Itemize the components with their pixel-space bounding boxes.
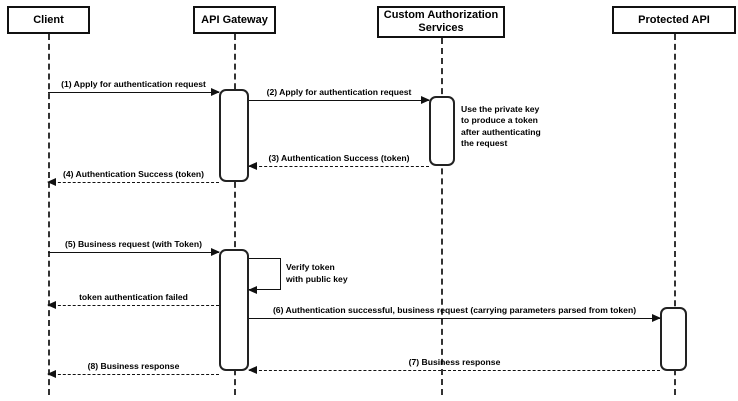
message-label: (7) Business response [408, 357, 501, 367]
lifeline-api-gateway [234, 34, 236, 395]
activation-bar-protected-api [660, 307, 687, 371]
message-label: (8) Business response [87, 361, 180, 371]
message-line [48, 252, 219, 253]
lifeline-custom-authorization-services [441, 38, 443, 395]
message-label: (6) Authentication successful, business … [272, 305, 637, 315]
lifeline-protected-api [674, 34, 676, 395]
self-message-verify-token[interactable] [248, 258, 281, 294]
self-message-label-line-2: with public key [286, 273, 348, 284]
message-label: (1) Apply for authentication request [61, 79, 206, 89]
lifeline-header-custom-authorization-services[interactable]: Custom Authorization Services [377, 6, 505, 38]
message-label: (5) Business request (with Token) [65, 239, 202, 249]
self-message-label: Verify token with public key [286, 262, 348, 285]
arrowhead-right-icon [211, 247, 220, 256]
message-line [48, 374, 219, 375]
message-line [249, 370, 660, 371]
activation-bar-api-gateway-business [219, 249, 249, 371]
arrowhead-right-icon [421, 95, 430, 104]
note-private-key: Use the private key to produce a token a… [461, 104, 541, 149]
arrowhead-left-icon [47, 177, 56, 186]
arrowhead-left-icon [47, 369, 56, 378]
message-line [249, 100, 429, 101]
arrowhead-left-icon [248, 161, 257, 170]
activation-bar-api-gateway-auth [219, 89, 249, 182]
message-label: token authentication failed [79, 292, 188, 302]
message-label: (4) Authentication Success (token) [62, 169, 205, 179]
arrowhead-right-icon [211, 87, 220, 96]
lifeline-header-label: Custom Authorization Services [383, 9, 499, 34]
lifeline-header-label: Protected API [638, 13, 710, 26]
message-line [48, 92, 219, 93]
lifeline-client [48, 34, 50, 395]
arrowhead-right-icon [652, 313, 661, 322]
message-label: (2) Apply for authentication request [266, 87, 412, 97]
activation-bar-custom-authorization-services [429, 96, 455, 166]
message-label: (3) Authentication Success (token) [268, 153, 410, 163]
message-line [249, 318, 660, 319]
lifeline-header-protected-api[interactable]: Protected API [612, 6, 736, 34]
lifeline-header-client[interactable]: Client [7, 6, 90, 34]
arrowhead-left-icon [248, 365, 257, 374]
self-message-label-line-1: Verify token [286, 262, 335, 272]
lifeline-header-label: Client [33, 13, 64, 26]
lifeline-header-label: API Gateway [201, 13, 268, 26]
arrowhead-left-icon [248, 285, 257, 294]
lifeline-header-api-gateway[interactable]: API Gateway [193, 6, 276, 34]
message-line [249, 166, 429, 167]
message-line [48, 182, 219, 183]
message-line [48, 305, 219, 306]
arrowhead-left-icon [47, 300, 56, 309]
